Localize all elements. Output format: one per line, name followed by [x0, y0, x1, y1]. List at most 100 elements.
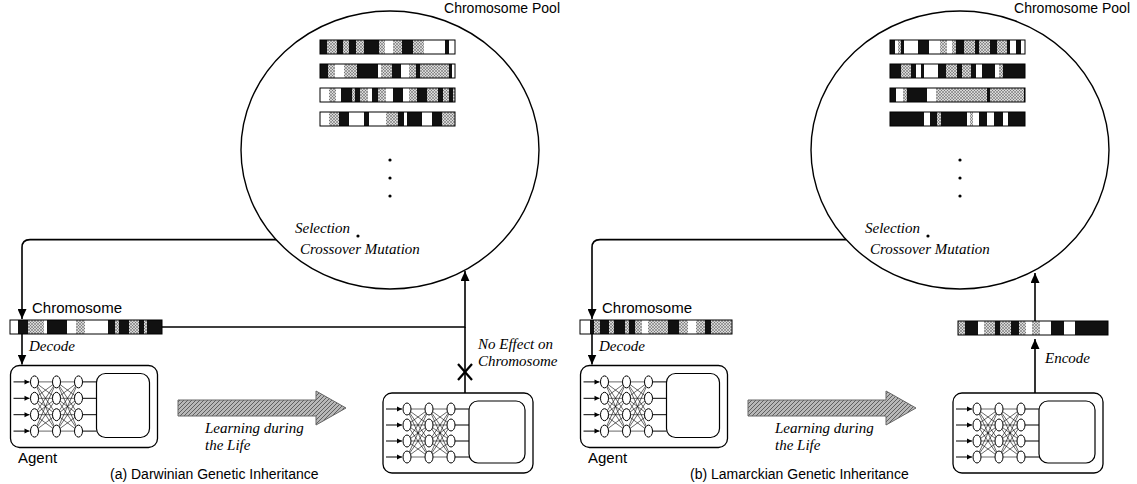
gene-segment	[398, 40, 402, 54]
gene-segment	[924, 64, 931, 78]
neuron	[53, 376, 61, 388]
gene-segment	[952, 112, 960, 126]
gene-segment	[85, 320, 95, 334]
gene-segment	[896, 88, 903, 102]
neuron	[75, 409, 83, 421]
gene-segment	[982, 64, 989, 78]
gene-segment	[1007, 40, 1010, 54]
gene-segment	[409, 64, 413, 78]
ellipsis-dot	[356, 234, 359, 237]
synapse-line	[429, 409, 451, 457]
gene-segment	[415, 112, 422, 126]
gene-segment	[964, 88, 973, 102]
gene-segment	[368, 88, 372, 102]
neuron	[645, 392, 653, 404]
chromosome-outline	[320, 40, 455, 54]
neuron	[31, 425, 39, 437]
neuron	[53, 392, 61, 404]
chromosome-outline	[320, 112, 455, 126]
pool-title: Chromosome Pool	[1014, 0, 1130, 17]
neuron	[403, 403, 411, 415]
gene-segment	[381, 64, 392, 78]
gene-segment	[47, 320, 57, 334]
gene-segment	[320, 112, 329, 126]
gene-segment	[95, 320, 100, 334]
gene-segment	[594, 320, 600, 334]
gene-segment	[723, 320, 732, 334]
synapse-line	[429, 409, 451, 457]
chromosome-bar	[10, 320, 162, 334]
gene-segment	[976, 112, 979, 126]
gene-segment	[921, 64, 924, 78]
neuron	[973, 419, 981, 431]
ellipsis-dot	[388, 158, 391, 161]
agent-body	[383, 393, 533, 473]
chromosome-bar	[890, 40, 1025, 54]
input-head	[25, 412, 30, 417]
gene-segment	[354, 64, 357, 78]
gene-segment	[386, 112, 395, 126]
chromosome-outline	[320, 64, 455, 78]
gene-segment	[361, 64, 372, 78]
edge-label: Decode	[599, 338, 645, 355]
gene-segment	[393, 40, 398, 54]
gene-segment	[967, 112, 970, 126]
gene-segment	[449, 64, 452, 78]
gene-segment	[139, 320, 144, 334]
gene-segment	[438, 88, 443, 102]
gene-segment	[1014, 64, 1022, 78]
gene-segment	[907, 112, 912, 126]
chromosome-bar	[320, 88, 455, 102]
gene-segment	[600, 320, 609, 334]
neuron	[75, 425, 83, 437]
neuron	[623, 425, 631, 437]
gene-segment	[385, 40, 393, 54]
gene-segment	[688, 320, 696, 334]
gene-segment	[57, 320, 67, 334]
neuron	[53, 425, 61, 437]
gene-segment	[903, 88, 907, 102]
gene-segment	[424, 40, 430, 54]
gene-segment	[1006, 88, 1017, 102]
ellipsis-dot	[958, 176, 961, 179]
gene-segment	[328, 64, 335, 78]
gene-segment	[918, 112, 924, 126]
gene-segment	[898, 40, 901, 54]
return-arrow	[1034, 273, 1036, 321]
neuron	[403, 435, 411, 447]
chromosome-bar	[580, 320, 732, 334]
pool-outline	[811, 11, 1109, 289]
neuron	[623, 392, 631, 404]
neuron	[601, 425, 609, 437]
gene-segment	[705, 320, 711, 334]
neuron	[75, 392, 83, 404]
gene-segment	[430, 40, 437, 54]
gene-segment	[119, 320, 126, 334]
chromosome-outline	[890, 88, 1025, 102]
gene-segment	[100, 320, 108, 334]
neuron	[425, 435, 433, 447]
gene-segment	[1032, 321, 1040, 335]
gene-segment	[1015, 112, 1020, 126]
gene-segment	[393, 88, 403, 102]
gene-segment	[320, 88, 329, 102]
gene-segment	[933, 88, 936, 102]
gene-segment	[657, 320, 660, 334]
chromosome-outline	[320, 88, 455, 102]
cross-mark	[458, 364, 472, 380]
gene-segment	[918, 40, 929, 54]
agent-body	[581, 366, 728, 448]
gene-segment	[973, 88, 981, 102]
gene-segment	[373, 40, 379, 54]
neuron	[645, 409, 653, 421]
agent-figure	[383, 393, 533, 473]
agent-figures	[383, 321, 1108, 473]
gene-segment	[979, 40, 990, 54]
gene-segment	[964, 40, 975, 54]
chromosome-pool: Chromosome PoolSelectionCrossover Mutati…	[240, 10, 540, 290]
gene-segment	[1010, 40, 1016, 54]
synapse-line	[977, 409, 999, 457]
gene-segment	[335, 64, 344, 78]
connector-arrow	[591, 334, 593, 365]
gene-segment	[10, 320, 18, 334]
